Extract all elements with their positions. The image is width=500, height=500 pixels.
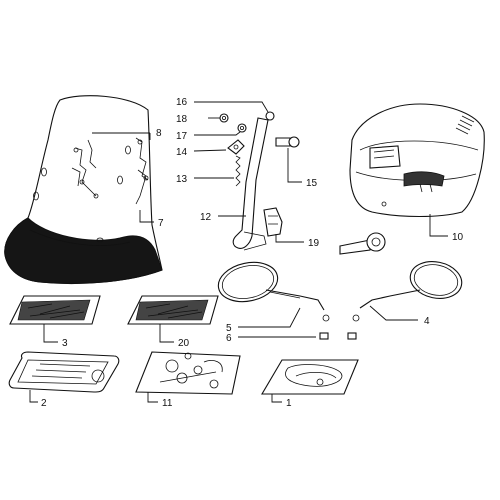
- callout-2: 2: [41, 398, 47, 409]
- callout-14: 14: [176, 147, 188, 158]
- callout-7: 7: [158, 218, 164, 229]
- leader-19: [275, 234, 304, 243]
- leader-14: [193, 149, 227, 152]
- top-case: [349, 103, 485, 218]
- left-mirror: [217, 261, 330, 322]
- side-stand: [232, 117, 269, 251]
- stand-pin: [265, 111, 275, 121]
- leader-10: [429, 214, 448, 237]
- hardware-bag-3: [9, 295, 101, 325]
- leader-3: [43, 324, 58, 343]
- callout-16: 16: [176, 97, 188, 108]
- leader-16: [194, 101, 269, 113]
- callout-20: 20: [178, 338, 190, 349]
- mirror-caps: [319, 332, 357, 340]
- tool-pouch-2: [8, 351, 120, 393]
- stand-washer: [219, 113, 229, 123]
- callout-1: 1: [286, 398, 292, 409]
- leader-7: [139, 210, 154, 223]
- callout-13: 13: [176, 174, 188, 185]
- leader-8: [92, 132, 151, 140]
- callout-15: 15: [306, 178, 318, 189]
- leader-1: [271, 394, 282, 403]
- callout-19: 19: [308, 238, 320, 249]
- callout-12: 12: [200, 212, 212, 223]
- cable-bag-1: [261, 359, 359, 395]
- stand-nut: [237, 123, 247, 133]
- parts-bag-11: [135, 351, 241, 395]
- callout-17: 17: [176, 131, 188, 142]
- leader-17: [194, 131, 241, 136]
- callout-6: 6: [226, 333, 232, 344]
- callout-18: 18: [176, 114, 188, 125]
- stand-bolt: [275, 136, 300, 148]
- callout-5: 5: [226, 323, 232, 334]
- stand-plate: [227, 139, 245, 155]
- windshield: [4, 95, 163, 285]
- leader-20: [159, 324, 174, 343]
- stand-spring: [235, 155, 241, 187]
- leader-5: [238, 307, 301, 328]
- callout-4: 4: [424, 316, 430, 327]
- leader-15: [287, 148, 302, 183]
- callout-3: 3: [62, 338, 68, 349]
- hardware-bag-20: [127, 295, 219, 325]
- stand-clip: [263, 207, 283, 237]
- top-case-key: [339, 232, 386, 255]
- leader-2: [29, 390, 38, 403]
- callout-10: 10: [452, 232, 464, 243]
- leader-4: [369, 305, 418, 321]
- callout-8: 8: [156, 128, 162, 139]
- callout-11: 11: [162, 398, 173, 409]
- windshield-brackets: [71, 137, 149, 205]
- leader-11: [147, 392, 158, 403]
- right-mirror: [352, 261, 463, 322]
